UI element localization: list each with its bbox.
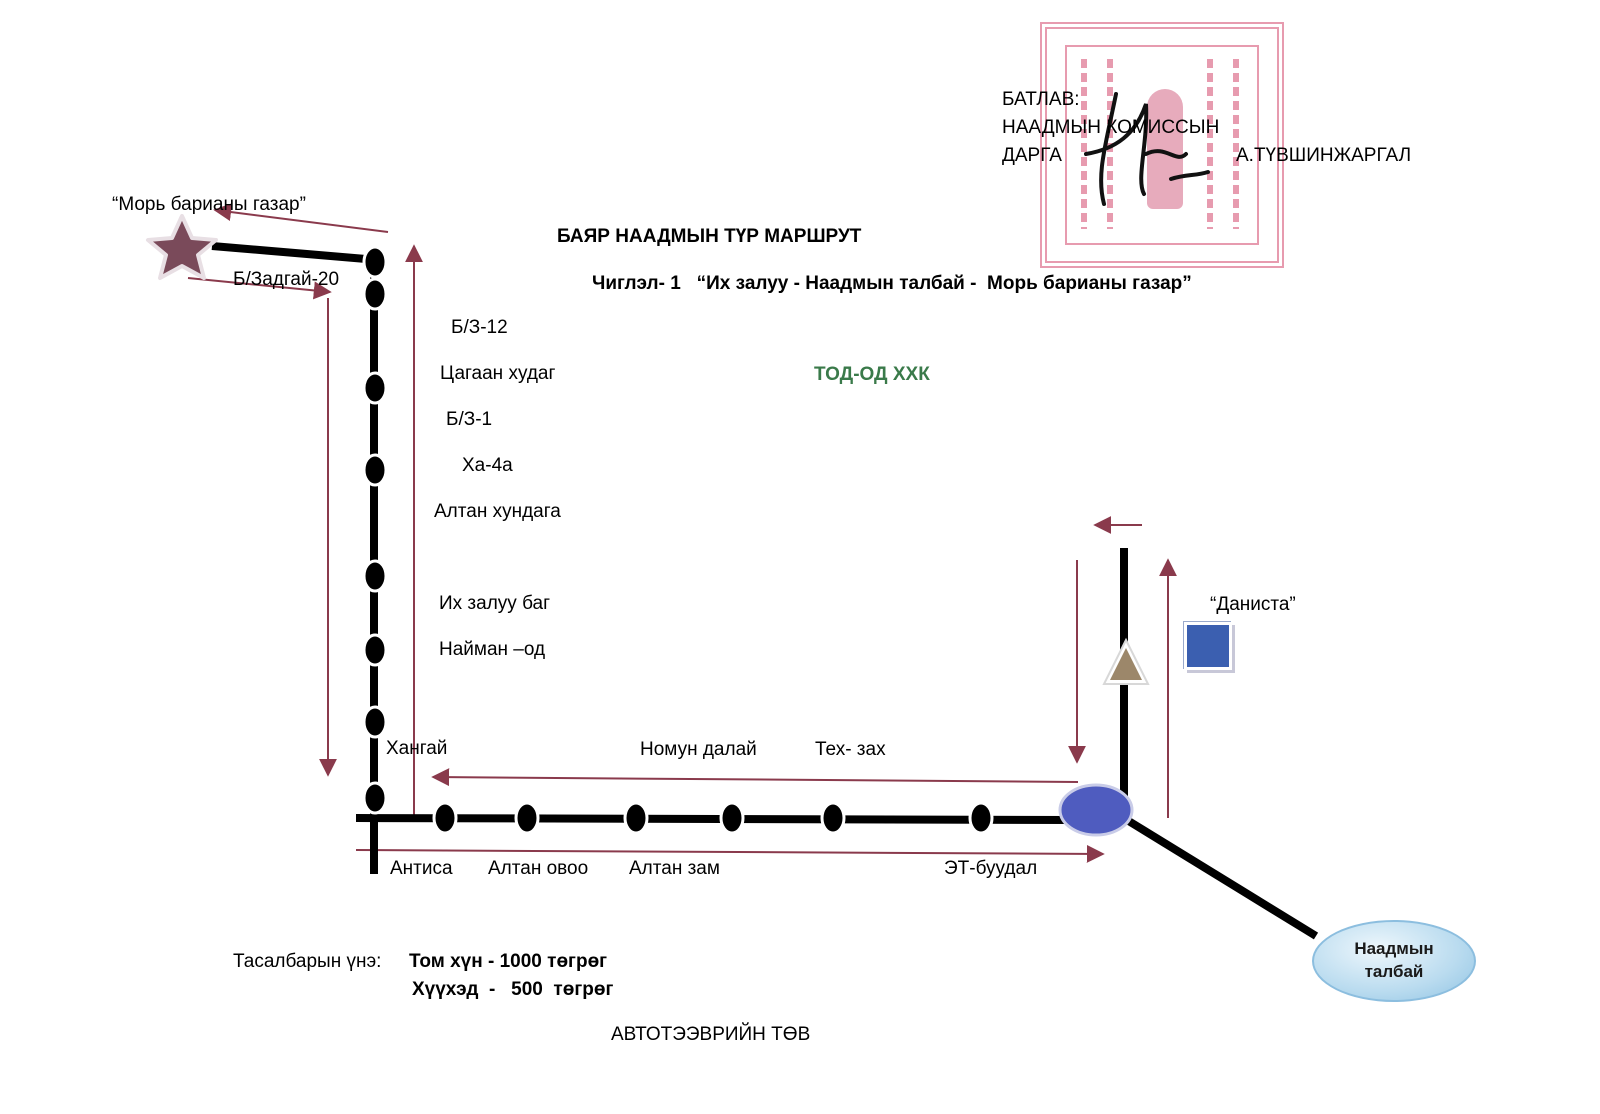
- terminal-oval: [1058, 783, 1134, 837]
- stop-marker: [362, 277, 388, 311]
- stop-marker: [362, 371, 388, 405]
- approval-line3: ДАРГА: [1002, 145, 1062, 166]
- arrow-east-bottom: [355, 844, 1105, 863]
- stops-vertical: [362, 245, 388, 815]
- stop-label: Тех- зах: [815, 739, 886, 760]
- stop-label: Цагаан худаг: [440, 363, 556, 384]
- seal-script-left: [1081, 59, 1087, 229]
- stop-marker: [514, 801, 540, 835]
- stop-marker: [362, 245, 388, 279]
- stop-label: Ха-4а: [462, 455, 513, 476]
- star-icon: [146, 214, 218, 280]
- danista-building: [1184, 622, 1232, 670]
- fare-adult: Том хүн - 1000 төгрөг: [409, 951, 608, 972]
- stop-label: Б/З-12: [451, 317, 508, 338]
- stop-label: Хангай: [386, 738, 448, 759]
- seal-script-right2: [1233, 59, 1239, 229]
- triangle-landmark: [1102, 637, 1150, 685]
- stamp-border: [1065, 45, 1259, 245]
- stop-label: ЭТ-буудал: [944, 858, 1038, 879]
- fare-child: Хүүхэд - 500 төгрөг: [412, 979, 614, 1000]
- stop-label: Алтан овоо: [488, 858, 589, 879]
- arrow-to-finish: [213, 203, 389, 233]
- stops-horizontal: [432, 801, 994, 835]
- approval-line2: НААДМЫН КОМИССЫН: [1002, 117, 1220, 138]
- stop-label: Алтан зам: [629, 858, 720, 879]
- approval-line1: БАТЛАВ:: [1002, 89, 1080, 110]
- stop-marker: [362, 559, 388, 593]
- stop-marker: [362, 705, 388, 739]
- signature: [1084, 92, 1210, 206]
- arrow-from-finish: [187, 277, 332, 300]
- stop-marker: [623, 801, 649, 835]
- stop-label: Номун далай: [640, 739, 757, 760]
- finish-label: “Морь барианы газар”: [112, 194, 306, 215]
- stop-marker: [820, 801, 846, 835]
- direction-arrows: [187, 203, 1177, 863]
- stop-label: Найман –од: [439, 639, 546, 660]
- route-segment-diagonal: [1124, 816, 1319, 940]
- danista-label: “Даниста”: [1210, 594, 1296, 615]
- route-subtitle: Чиглэл- 1 “Их залуу - Наадмын талбай - М…: [592, 273, 1192, 294]
- stop-label: Антиса: [390, 858, 453, 879]
- company-name: ТОД-ОД ХХК: [814, 364, 930, 385]
- soyombo-emblem: [1147, 89, 1183, 209]
- stop-marker: [362, 781, 388, 815]
- stop-label: Б/Задгай-20: [233, 269, 340, 290]
- stop-marker: [362, 453, 388, 487]
- approval-signatory: А.ТҮВШИНЖАРГАЛ: [1236, 145, 1412, 166]
- stop-label: Алтан хундага: [434, 501, 561, 522]
- page-title: БАЯР НААДМЫН ТҮР МАРШРУТ: [557, 226, 862, 247]
- footer-org: АВТОТЭЭВРИЙН ТӨВ: [611, 1024, 811, 1045]
- fare-label: Тасалбарын үнэ:: [233, 951, 382, 972]
- stop-marker: [362, 633, 388, 667]
- stadium-bubble: Наадмын талбай: [1312, 920, 1476, 1002]
- stadium-label: Наадмын талбай: [1354, 939, 1434, 981]
- stop-marker: [968, 801, 994, 835]
- stop-label: Их залуу баг: [439, 593, 551, 614]
- official-stamp: [1040, 22, 1284, 268]
- seal-script-right: [1207, 59, 1213, 229]
- arrow-west-top: [431, 768, 1079, 787]
- stop-label: Б/З-1: [446, 409, 493, 430]
- seal-script-left2: [1107, 59, 1113, 229]
- route-segment-finish: [211, 242, 379, 264]
- stop-marker: [432, 801, 458, 835]
- stop-marker: [719, 801, 745, 835]
- route-segment-horizontal: [355, 814, 1073, 824]
